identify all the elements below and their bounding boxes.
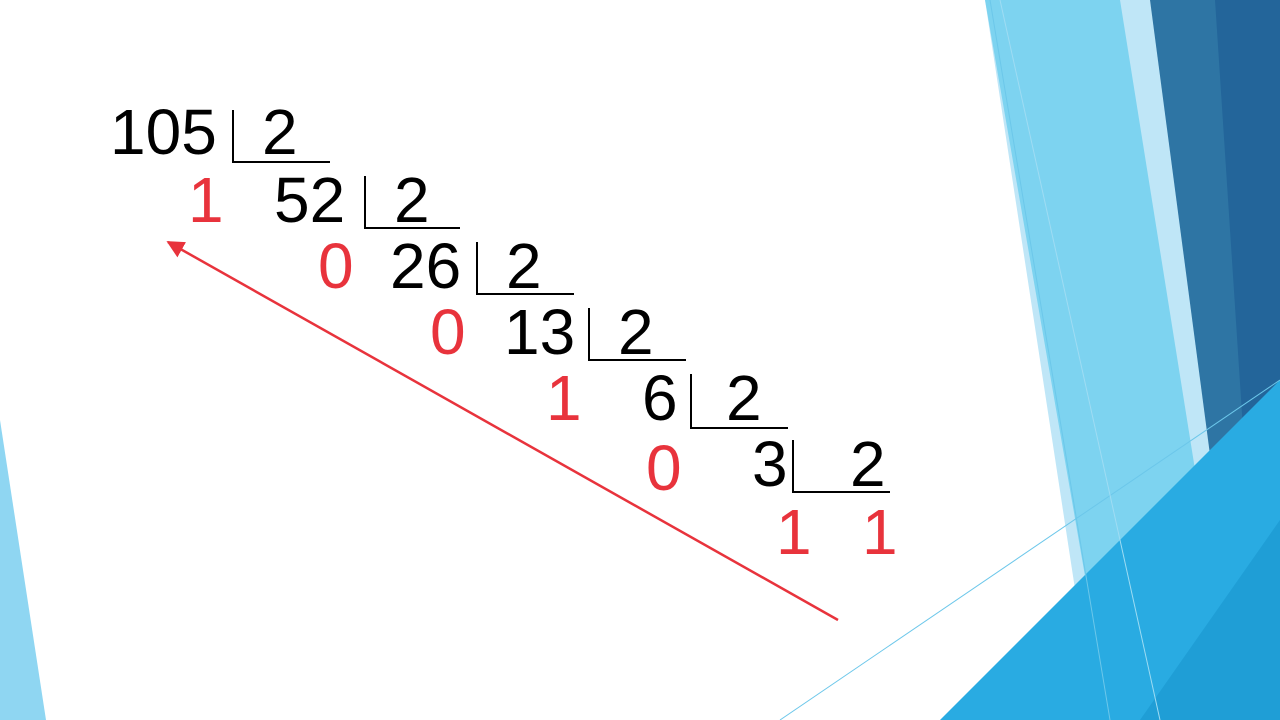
dividend-4: 13	[504, 296, 576, 368]
remainder-3: 0	[430, 296, 466, 368]
division-bar-vertical-4	[588, 308, 590, 360]
facet-blue-lower	[940, 380, 1280, 720]
dividend-3: 26	[390, 230, 462, 302]
arrow-line	[166, 240, 839, 622]
left-edge-facet	[0, 420, 46, 720]
division-bar-vertical-3	[476, 242, 478, 294]
thin-line-2	[779, 379, 1280, 720]
thin-line-1	[989, 0, 1111, 720]
dividend-5: 6	[642, 362, 678, 434]
divisor-1: 2	[262, 96, 298, 168]
divisor-5: 2	[726, 362, 762, 434]
division-bar-horizontal-2	[364, 227, 460, 229]
divisor-3: 2	[506, 230, 542, 302]
division-bar-horizontal-3	[476, 293, 574, 295]
remainder-5: 0	[646, 432, 682, 504]
division-bar-horizontal-6	[792, 491, 890, 493]
dividend-6: 3	[752, 428, 788, 500]
division-bar-vertical-2	[364, 176, 366, 228]
division-bar-horizontal-4	[588, 359, 686, 361]
division-bar-vertical-5	[690, 374, 692, 428]
final-quotient: 1	[862, 496, 898, 568]
division-bar-vertical-1	[232, 110, 234, 162]
thin-line-3	[999, 0, 1161, 720]
divisor-4: 2	[618, 296, 654, 368]
division-bar-horizontal-1	[232, 161, 330, 163]
remainder-4: 1	[546, 362, 582, 434]
division-bar-vertical-6	[792, 440, 794, 492]
remainder-2: 0	[318, 230, 354, 302]
divisor-2: 2	[394, 164, 430, 236]
division-bar-horizontal-5	[690, 427, 788, 429]
dividend-1: 105	[110, 96, 217, 168]
facet-blue-accent	[1140, 520, 1280, 720]
remainder-6: 1	[776, 496, 812, 568]
remainder-1: 1	[188, 164, 224, 236]
divisor-6: 2	[850, 428, 886, 500]
dividend-2: 52	[274, 164, 346, 236]
